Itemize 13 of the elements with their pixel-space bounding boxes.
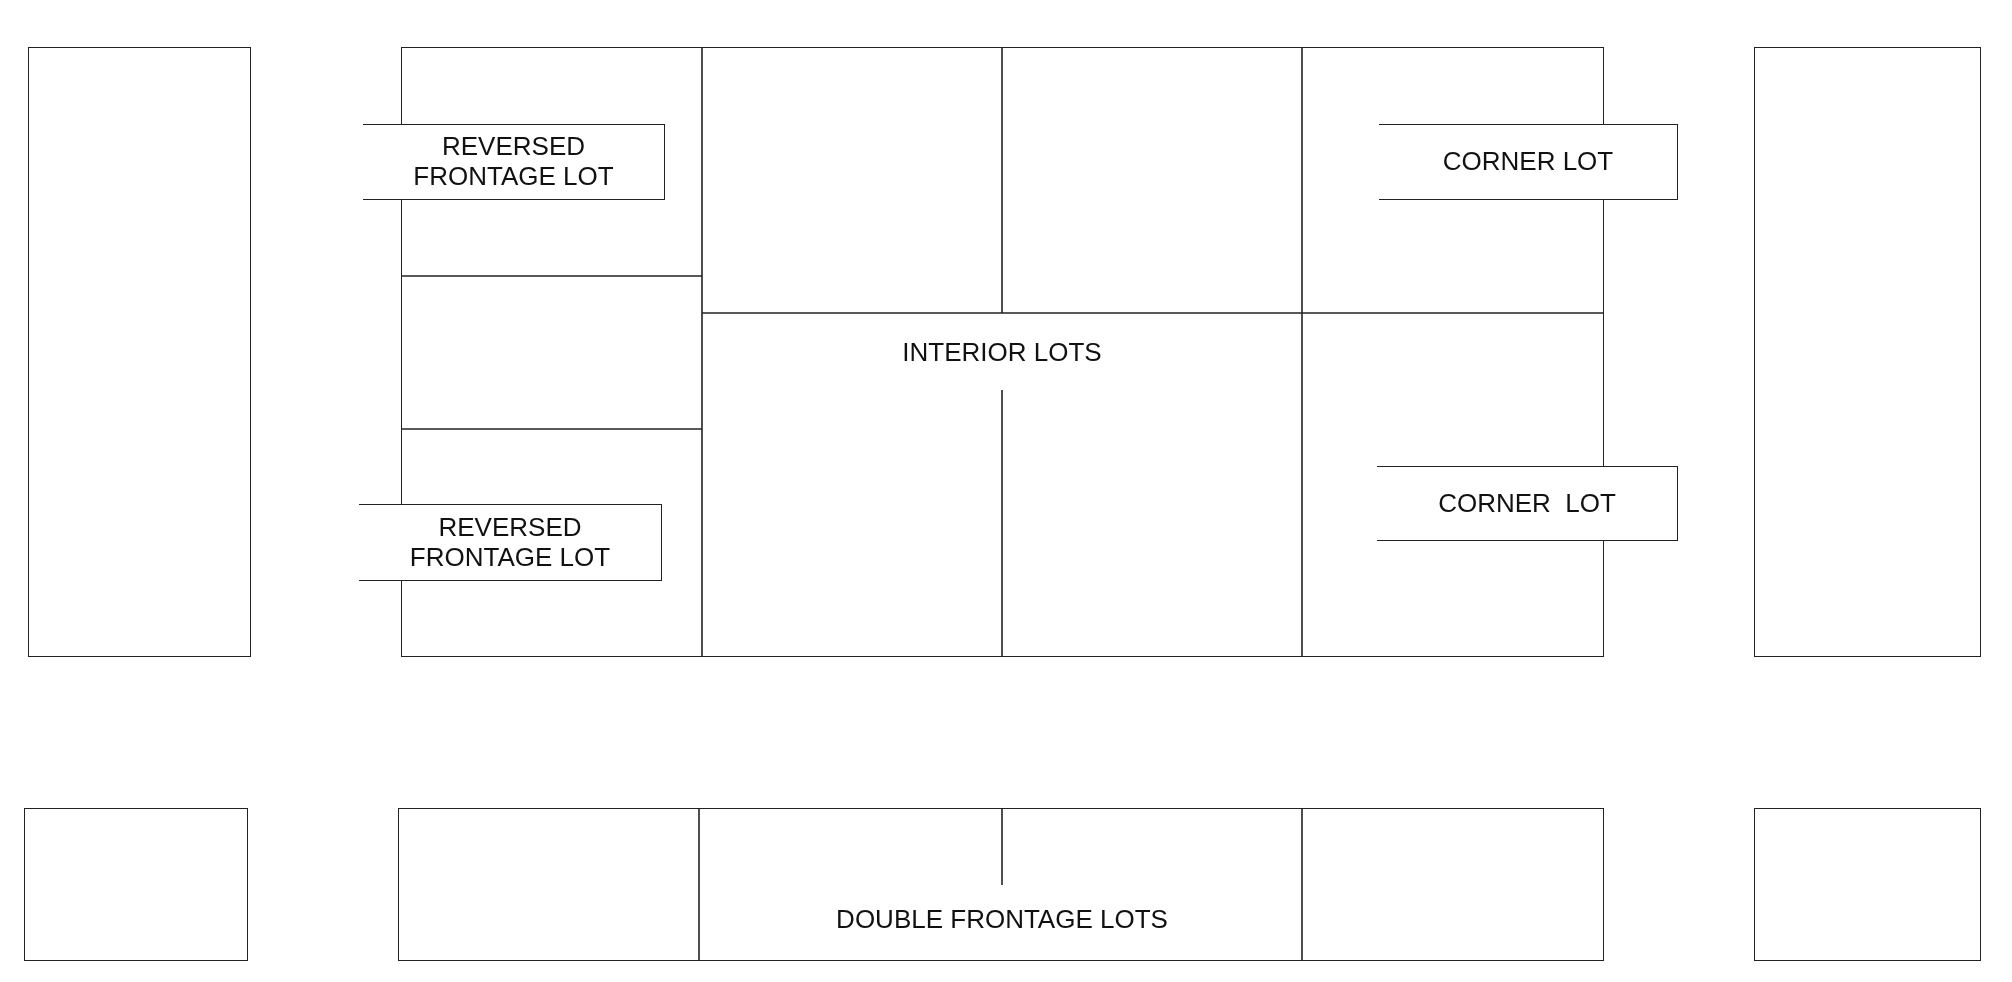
city-block	[1754, 808, 1981, 961]
city-block	[28, 47, 251, 657]
label-box	[1377, 466, 1678, 541]
lot-label: REVERSED FRONTAGE LOT	[408, 512, 612, 573]
city-block	[398, 808, 1604, 961]
lot-label: REVERSED FRONTAGE LOT	[412, 132, 615, 192]
lot-label: CORNER LOT	[1441, 147, 1615, 177]
city-block	[24, 808, 248, 961]
city-block	[1754, 47, 1981, 657]
lot-label: CORNER LOT	[1437, 488, 1617, 519]
label-box	[363, 124, 665, 200]
label-box	[1379, 124, 1678, 200]
label-box	[359, 504, 662, 581]
